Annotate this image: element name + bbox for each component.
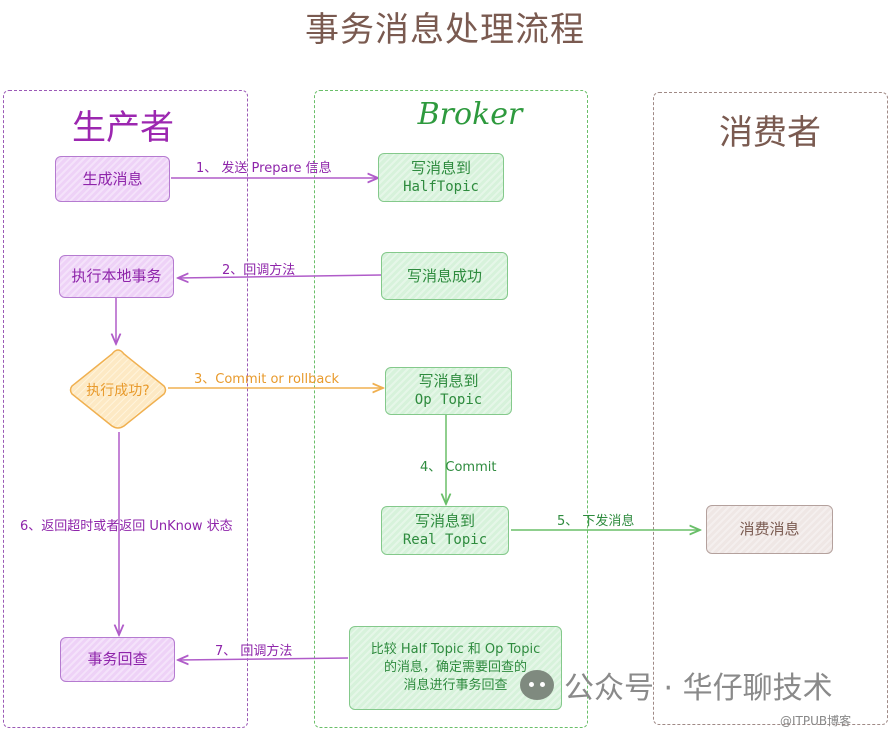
broker-lane	[314, 90, 588, 728]
node-write-success-label: 写消息成功	[406, 266, 482, 285]
watermark-text: 公众号 · 华仔聊技术	[564, 671, 833, 706]
node-compare-topics-line3: 消息进行事务回查	[403, 678, 508, 693]
edge-4-label: 4、 Commit	[420, 460, 497, 475]
diagram-title: 事务消息处理流程	[305, 10, 585, 50]
edge-6-label: 6、返回超时或者返回 UnKnow 状态	[20, 519, 233, 534]
node-write-half-topic: 写消息到 HalfTopic	[378, 153, 504, 202]
node-write-real-topic: 写消息到 Real Topic	[381, 506, 509, 555]
producer-lane	[3, 90, 248, 728]
node-generate-message-label: 生成消息	[82, 169, 143, 188]
node-write-real-topic-line2: Real Topic	[402, 531, 488, 548]
edge-7-line	[178, 658, 349, 660]
node-write-half-topic-line1: 写消息到	[410, 158, 471, 177]
consumer-lane-title: 消费者	[719, 113, 821, 153]
node-consume-message-label: 消费消息	[739, 520, 800, 538]
node-compare-topics-line2: 的消息，确定需要回查的	[383, 660, 527, 675]
edge-7-label: 7、 回调方法	[215, 644, 293, 659]
source-tag: @ITPUB博客	[780, 714, 852, 728]
wechat-icon	[520, 670, 554, 700]
watermark: 公众号 · 华仔聊技术	[520, 663, 833, 707]
node-generate-message: 生成消息	[55, 156, 170, 202]
producer-lane-title: 生产者	[72, 108, 174, 148]
node-write-real-topic-line1: 写消息到	[414, 511, 475, 530]
node-write-success: 写消息成功	[381, 252, 508, 300]
broker-lane-title: Broker	[417, 97, 523, 132]
edge-2-label: 2、回调方法	[222, 263, 296, 278]
edge-3-label: 3、Commit or rollback	[194, 372, 340, 387]
edge-5-label: 5、 下发消息	[557, 514, 635, 529]
node-transaction-check: 事务回查	[60, 637, 175, 682]
node-write-op-topic: 写消息到 Op Topic	[385, 367, 512, 415]
decision-diamond-shape	[69, 349, 167, 429]
node-write-op-topic-line2: Op Topic	[414, 392, 483, 408]
node-write-half-topic-line2: HalfTopic	[403, 178, 479, 195]
node-exec-success-label: 执行成功?	[86, 383, 150, 399]
node-execute-local-transaction-label: 执行本地事务	[71, 267, 162, 285]
node-execute-local-transaction: 执行本地事务	[59, 255, 174, 298]
node-consume-message: 消费消息	[706, 505, 833, 554]
consumer-lane	[653, 92, 888, 725]
edge-1-label: 1、 发送 Prepare 信息	[196, 161, 332, 176]
node-compare-topics-line1: 比较 Half Topic 和 Op Topic	[370, 642, 541, 657]
node-write-op-topic-line1: 写消息到	[418, 372, 479, 390]
node-exec-success-decision	[68, 348, 168, 432]
node-transaction-check-label: 事务回查	[87, 650, 148, 668]
edge-2-line	[178, 275, 382, 278]
